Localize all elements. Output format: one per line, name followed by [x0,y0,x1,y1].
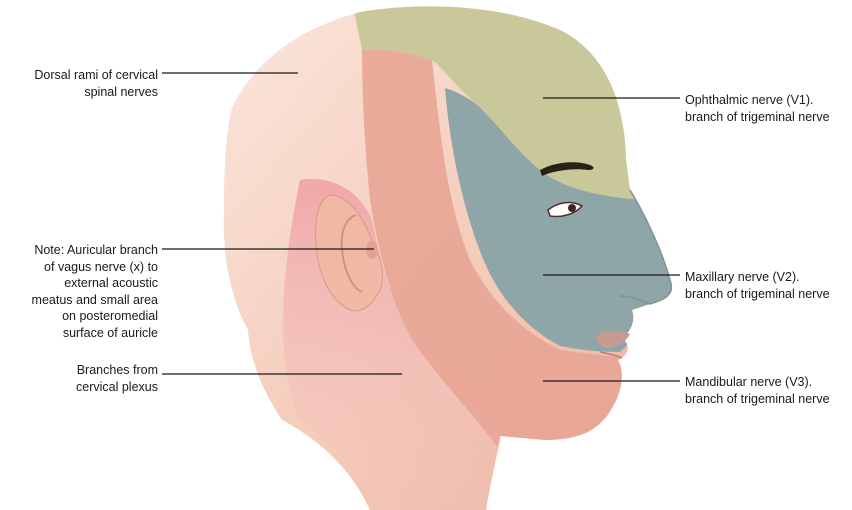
label-line: branch of trigeminal nerve [685,286,830,303]
label-dorsal-rami: Dorsal rami of cervical spinal nerves [34,67,158,100]
label-line: branch of trigeminal nerve [685,391,830,408]
label-line: Branches from [76,362,158,379]
ear-canal [366,241,378,259]
label-line: meatus and small area [32,292,158,309]
label-line: of vagus nerve (x) to [32,259,158,276]
label-line: Mandibular nerve (V3). [685,374,830,391]
label-line: Maxillary nerve (V2). [685,269,830,286]
label-line: branch of trigeminal nerve [685,109,830,126]
label-cervical-plexus: Branches from cervical plexus [76,362,158,395]
label-maxillary: Maxillary nerve (V2). branch of trigemin… [685,269,830,302]
label-line: external acoustic [32,275,158,292]
label-mandibular: Mandibular nerve (V3). branch of trigemi… [685,374,830,407]
label-ophthalmic: Ophthalmic nerve (V1). branch of trigemi… [685,92,830,125]
label-line: surface of auricle [32,325,158,342]
label-line: Ophthalmic nerve (V1). [685,92,830,109]
label-auricular-note: Note: Auricular branch of vagus nerve (x… [32,242,158,341]
label-line: spinal nerves [34,84,158,101]
label-line: cervical plexus [76,379,158,396]
label-line: on posteromedial [32,308,158,325]
label-line: Dorsal rami of cervical [34,67,158,84]
label-line: Note: Auricular branch [32,242,158,259]
